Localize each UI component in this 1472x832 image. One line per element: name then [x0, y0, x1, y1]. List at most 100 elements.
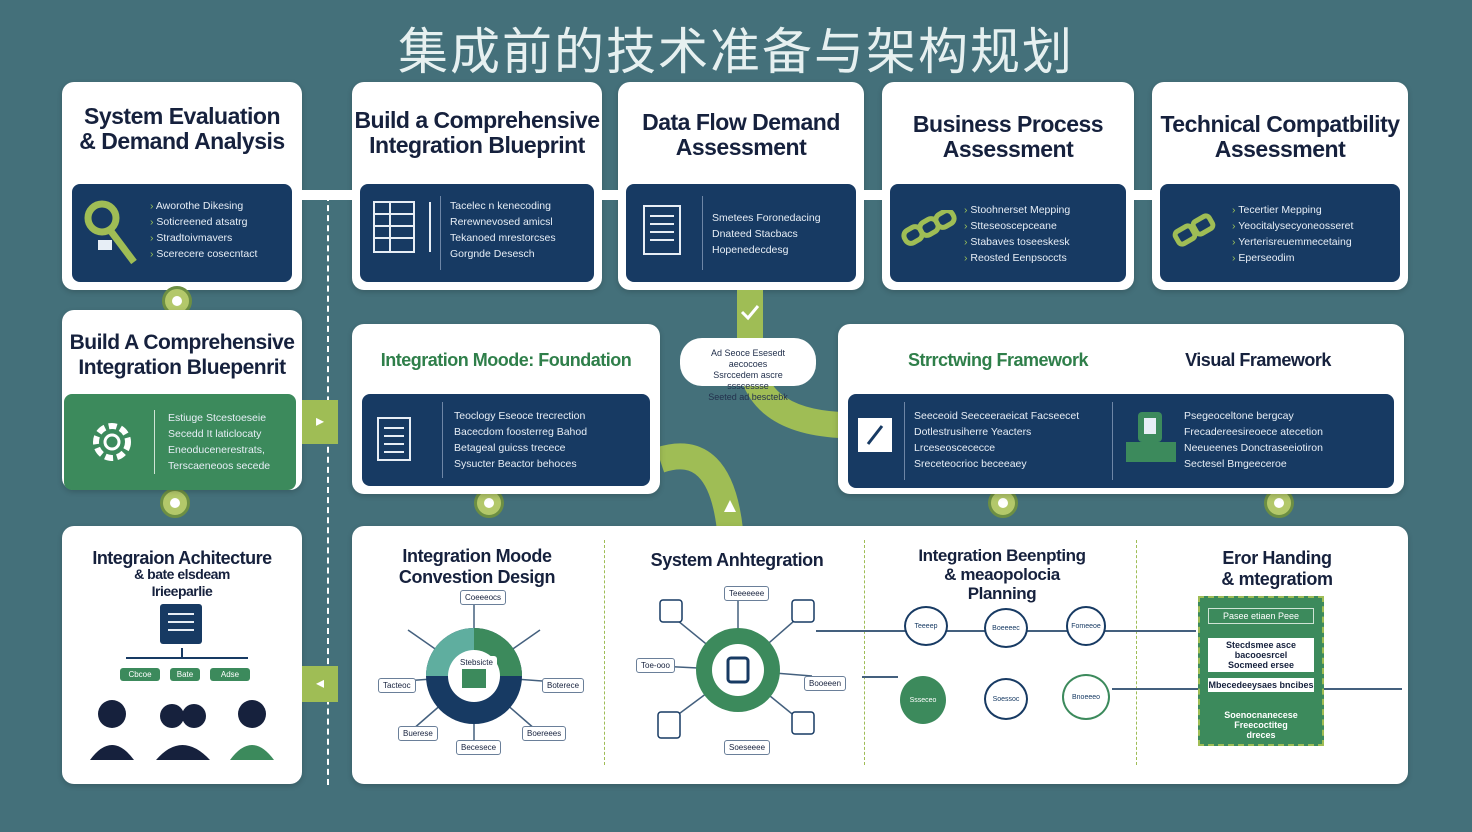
card-panel: Tacelec n kenecoding Rerewnevosed amicsl…	[360, 184, 594, 282]
card-technical-compatibility: Technical Compatbility Assessment Tecert…	[1152, 82, 1408, 290]
bullet-item: Seeceoid Seeceeraeicat Facseecet	[914, 410, 1080, 422]
column-divider	[604, 540, 605, 765]
bullet-item: Secedd It laticlocaty	[168, 428, 262, 440]
team-chip: Cbcoe	[120, 668, 160, 681]
bullet-item: Estiuge Stcestoeseie	[168, 412, 267, 424]
panel-divider	[154, 410, 155, 474]
flow-node: Fomeeoe	[1066, 606, 1106, 646]
panel-divider	[702, 196, 703, 270]
card-bullets: Estiuge Stcestoeseie Secedd It laticloca…	[168, 410, 270, 474]
card-integration-blueprint: Build a Comprehensive Integration Bluepr…	[352, 82, 602, 290]
bullet-item: Lrceseoscececce	[914, 442, 996, 454]
card-integration-design-row: Integration Moode Convestion Design Steb…	[352, 526, 1408, 784]
column-title: Integration Beenpting & meaopolocia Plan…	[918, 546, 1086, 603]
document-stack: Pasee etiaen Peee Stecdsmee asce bacooes…	[1198, 596, 1324, 746]
card-title-right: Visual Framework	[1185, 350, 1331, 370]
bullet-item: Yeocitalysecyoneosseret	[1232, 218, 1353, 234]
tree-lines	[126, 648, 248, 659]
doc-line: Stecdsmee asce bacooesrcel Socmeed ersee	[1208, 638, 1314, 672]
card-bullets: Aworothe Dikesing Soticreened atsatrg St…	[150, 198, 258, 262]
flow-node: Boeeeec	[984, 608, 1028, 648]
bullet-item: Gorgnde Desesch	[450, 248, 535, 260]
column-divider	[1136, 540, 1137, 765]
bullet-item: Eneoducenerestrats,	[168, 444, 265, 456]
speech-line: Ssrccedem ascre ssscessse	[713, 370, 783, 391]
bullet-item: Eperseodim	[1232, 250, 1353, 266]
spoke-label: Boereees	[522, 726, 567, 741]
document-icon	[643, 205, 681, 255]
flow-node: Soessoc	[984, 678, 1028, 720]
blueprint-table-icon	[373, 201, 431, 253]
spoke-label: Soeseeee	[724, 740, 771, 755]
bullet-item: Tacelec n kenecoding	[450, 200, 551, 212]
person-desk-icon	[1126, 412, 1176, 462]
bullet-item: Smetees Foronedacing	[712, 212, 821, 224]
bullet-item: Hopenedecdesg	[712, 244, 789, 256]
spoke-label: Teeeeeee	[724, 586, 770, 601]
spoke-label: Becesece	[456, 740, 502, 755]
bullet-item: Tekanoed mrestorcses	[450, 232, 556, 244]
card-bullets: Tacelec n kenecoding Rerewnevosed amicsl…	[450, 198, 556, 262]
bullet-item: Yerterisreuemmecetaing	[1232, 234, 1353, 250]
bullet-item: Terscaeneoos secede	[168, 460, 271, 472]
speech-line: Seeted ad besctebk	[708, 392, 788, 402]
gear-icon	[93, 423, 131, 461]
card-title-left: Strrctwing Framework	[907, 350, 1089, 370]
speech-bubble: Ad Seoce Esesedt aecocoes Ssrccedem ascr…	[680, 338, 816, 402]
card-bullets-a: Seeceoid Seeceeraeicat Facseecet Dotlest…	[914, 408, 1079, 472]
team-chip: Adse	[210, 668, 250, 681]
flow-node: Teeeep	[904, 606, 948, 646]
card-bullets-b: Psegeoceltone bergcay Frecadereesireoece…	[1184, 408, 1323, 472]
bullet-item: Psegeoceltone bergcay	[1184, 410, 1294, 422]
spoke-label: Toe-ooo	[636, 658, 675, 673]
pen-icon	[858, 418, 892, 452]
chain-link-icon	[901, 210, 957, 246]
bullet-item: Dnateed Stacbacs	[712, 228, 798, 240]
flow-node: Bnoeeeo	[1062, 674, 1110, 720]
chain-link-icon	[1172, 213, 1216, 247]
card-title: System Evaluation & Demand Analysis	[79, 103, 285, 154]
column-title: System Anhtegration	[650, 550, 824, 570]
bullet-item: Bacecdom foosterreg Bahod	[454, 426, 588, 438]
card-panel: Smetees Foronedacing Dnateed Stacbacs Ho…	[626, 184, 856, 282]
bullet-item: Stoohnerset Mepping	[964, 202, 1070, 218]
doc-line: Soenocnanecese Freecoctiteg dreces	[1208, 708, 1314, 742]
card-integration-architecture: Integraion Achitecture & bate elsdeam Ir…	[62, 526, 302, 784]
bullet-item: Stteseoscepceane	[964, 218, 1070, 234]
bullet-item: Scerecere cosecntact	[150, 246, 257, 262]
card-system-evaluation: System Evaluation & Demand Analysis Awor…	[62, 82, 302, 290]
spoke-label: Buerese	[398, 726, 438, 741]
connector-node	[160, 488, 190, 518]
card-title: Technical Compatbility Assessment	[1160, 111, 1400, 162]
speech-line: Ad Seoce Esesedt aecocoes	[710, 348, 786, 369]
card-panel: Aworothe Dikesing Soticreened atsatrg St…	[72, 184, 292, 282]
card-title: Integration Moode: Foundation	[380, 350, 632, 370]
bullet-item: Sysucter Beactor behoces	[454, 458, 577, 470]
panel-divider	[1112, 402, 1113, 480]
card-data-flow: Data Flow Demand Assessment Smetees Foro…	[618, 82, 864, 290]
card-panel: Seeceoid Seeceeraeicat Facseecet Dotlest…	[848, 394, 1394, 488]
card-title: Build A Comprehensive Integration Bluepe…	[69, 331, 295, 379]
people-icon	[90, 700, 274, 760]
arrow-right-icon: ▸	[302, 400, 338, 444]
column-title: Integration Moode Convestion Design	[398, 546, 556, 587]
bullet-item: Sectesel Bmgeeceroe	[1184, 458, 1287, 470]
bullet-item: Stabaves toseeskesk	[964, 234, 1070, 250]
column-divider	[864, 540, 865, 765]
card-bullets: Tecertier Mepping Yeocitalysecyoneossere…	[1232, 202, 1353, 266]
spoke-label: Booeeen	[804, 676, 847, 691]
page-title: 集成前的技术准备与架构规划	[398, 23, 1074, 81]
card-bullets: Teoclogy Eseoce trecrection Bacecdom foo…	[454, 408, 587, 472]
clipboard-icon	[160, 604, 202, 644]
team-chip: Bate	[170, 668, 200, 681]
bullet-item: Dotlestrusiherre Yeacters	[914, 426, 1032, 438]
card-panel: Teoclogy Eseoce trecrection Bacecdom foo…	[362, 394, 650, 486]
card-framework: Strrctwing Framework Visual Framework Se…	[838, 324, 1404, 494]
flow-path	[655, 290, 860, 530]
spoke-label: Coeeeocs	[460, 590, 507, 605]
bullet-item: Tecertier Mepping	[1232, 202, 1353, 218]
card-title: Business Process Assessment	[912, 111, 1104, 162]
column-title: Eror Handing & mtegratiom	[1221, 548, 1333, 589]
panel-divider	[440, 196, 441, 270]
connector	[602, 190, 618, 200]
